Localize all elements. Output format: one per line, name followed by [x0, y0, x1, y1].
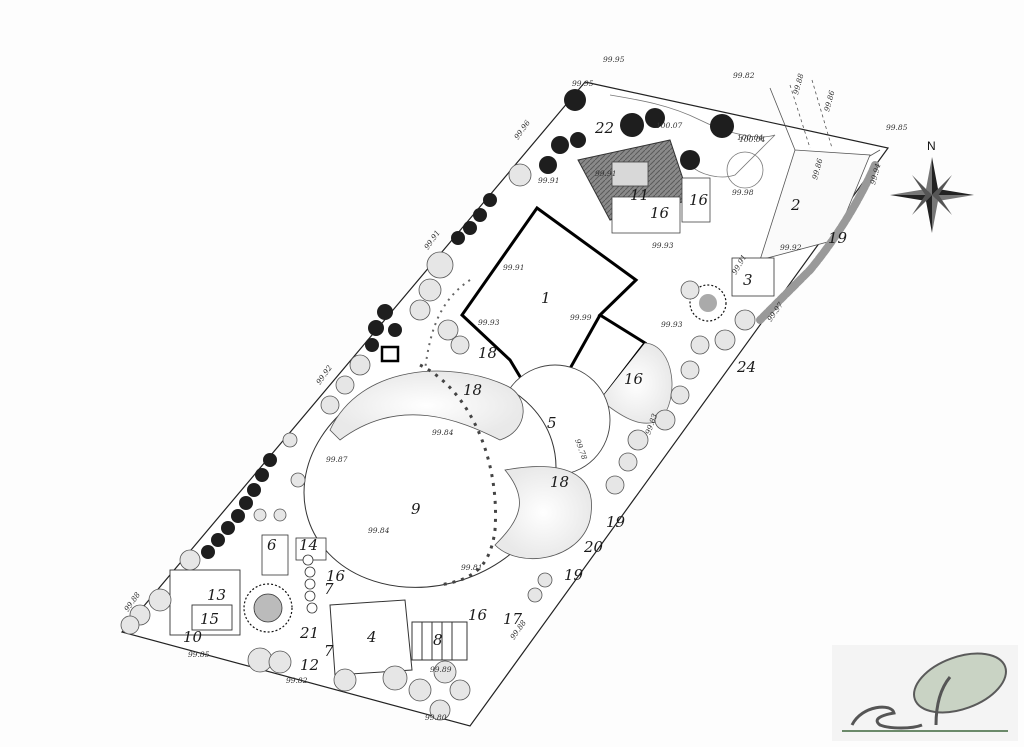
elevation-mark: 99.87 — [326, 455, 348, 464]
specimen-tree-east — [689, 284, 727, 322]
elevation-mark: 99.93 — [661, 320, 683, 329]
elevation-mark: 99.98 — [732, 188, 754, 197]
compass-rose — [890, 157, 974, 233]
label-14: 14 — [299, 536, 318, 554]
label-11: 11 — [630, 186, 649, 204]
label-18a: 18 — [478, 344, 497, 362]
company-logo — [832, 645, 1018, 741]
label-19a: 19 — [828, 229, 848, 247]
stepping-stones — [419, 363, 498, 587]
specimen-tree — [243, 583, 293, 633]
walkway-18 — [329, 370, 524, 441]
elevation-mark: 99.86 — [822, 89, 836, 112]
hedge-east — [756, 161, 879, 324]
elevation-mark: 99.91 — [595, 169, 616, 178]
elevation-mark: 99.81 — [461, 563, 482, 572]
label-16e: 16 — [468, 606, 488, 624]
label-22: 22 — [594, 119, 614, 137]
elevation-mark: 99.93 — [478, 318, 500, 327]
label-18b: 18 — [463, 381, 482, 399]
label-16c: 16 — [624, 370, 644, 388]
compass-north-label: N — [927, 139, 936, 153]
shrubs-light — [120, 163, 756, 721]
columnar-plants — [302, 554, 318, 614]
garden-path — [609, 94, 776, 178]
area-15 — [191, 604, 233, 631]
elevation-mark: 99.95 — [603, 55, 625, 64]
label-16b: 16 — [689, 191, 709, 209]
label-24: 24 — [736, 358, 756, 376]
label-7a: 7 — [324, 580, 334, 598]
label-16a: 16 — [650, 204, 670, 222]
elevation-mark: 99.91 — [503, 263, 524, 272]
elevation-mark: 100.04 — [737, 133, 763, 142]
label-7b: 7 — [324, 642, 334, 660]
elevation-mark: 99.85 — [188, 650, 210, 659]
conifer-row-nw — [201, 89, 734, 559]
elevation-mark: 99.93 — [652, 241, 674, 250]
label-4: 4 — [366, 628, 377, 646]
zone-labels: 1 2 3 4 5 6 7 7 8 9 10 11 12 13 14 15 16… — [183, 119, 848, 674]
elevation-mark: 99.99 — [570, 313, 592, 322]
elevation-mark: 100.07 — [656, 121, 682, 130]
label-13: 13 — [207, 586, 226, 604]
elevation-mark: 99.91 — [538, 176, 559, 185]
elevation-mark: 99.91 — [422, 228, 442, 251]
terrace-table — [611, 161, 649, 187]
elevation-mark: 99.80 — [425, 713, 447, 722]
label-18c: 18 — [550, 473, 569, 491]
label-16d: 16 — [326, 567, 346, 585]
elevation-mark: 99.95 — [572, 79, 594, 88]
label-21: 21 — [299, 624, 319, 642]
elevation-mark: 99.88 — [791, 72, 805, 95]
label-3: 3 — [743, 271, 753, 289]
bed-16-top — [611, 196, 681, 234]
label-19b: 19 — [606, 513, 626, 531]
label-15: 15 — [200, 610, 219, 628]
elevation-mark: 99.89 — [430, 665, 452, 674]
pergola — [411, 621, 468, 661]
label-8: 8 — [433, 631, 443, 649]
label-10: 10 — [183, 628, 203, 646]
area-6 — [261, 534, 289, 576]
garage — [329, 599, 413, 676]
label-1: 1 — [541, 289, 551, 307]
elevation-mark: 99.82 — [733, 71, 755, 80]
elevation-mark: 99.84 — [368, 526, 390, 535]
label-17: 17 — [503, 610, 523, 628]
area-3 — [731, 257, 775, 297]
label-9: 9 — [411, 500, 421, 518]
label-5: 5 — [547, 414, 557, 432]
label-20: 20 — [583, 538, 604, 556]
gazebo-small — [380, 345, 400, 363]
elevation-mark: 100.04 — [739, 135, 765, 144]
elevation-mark: 99.85 — [886, 123, 908, 132]
small-pond — [726, 151, 764, 189]
elevation-mark: 99.92 — [780, 243, 802, 252]
stepping-stones-north — [424, 279, 471, 371]
bed-16-top-right — [681, 177, 711, 223]
elevation-mark: 99.82 — [286, 676, 308, 685]
label-2: 2 — [790, 196, 801, 214]
walkway-18-south — [494, 466, 592, 559]
label-19c: 19 — [564, 566, 584, 584]
elevation-mark: 99.84 — [432, 428, 454, 437]
elevation-mark: 99.96 — [512, 118, 532, 141]
label-6: 6 — [267, 536, 277, 554]
label-12: 12 — [300, 656, 319, 674]
logo-mark — [842, 652, 1008, 732]
